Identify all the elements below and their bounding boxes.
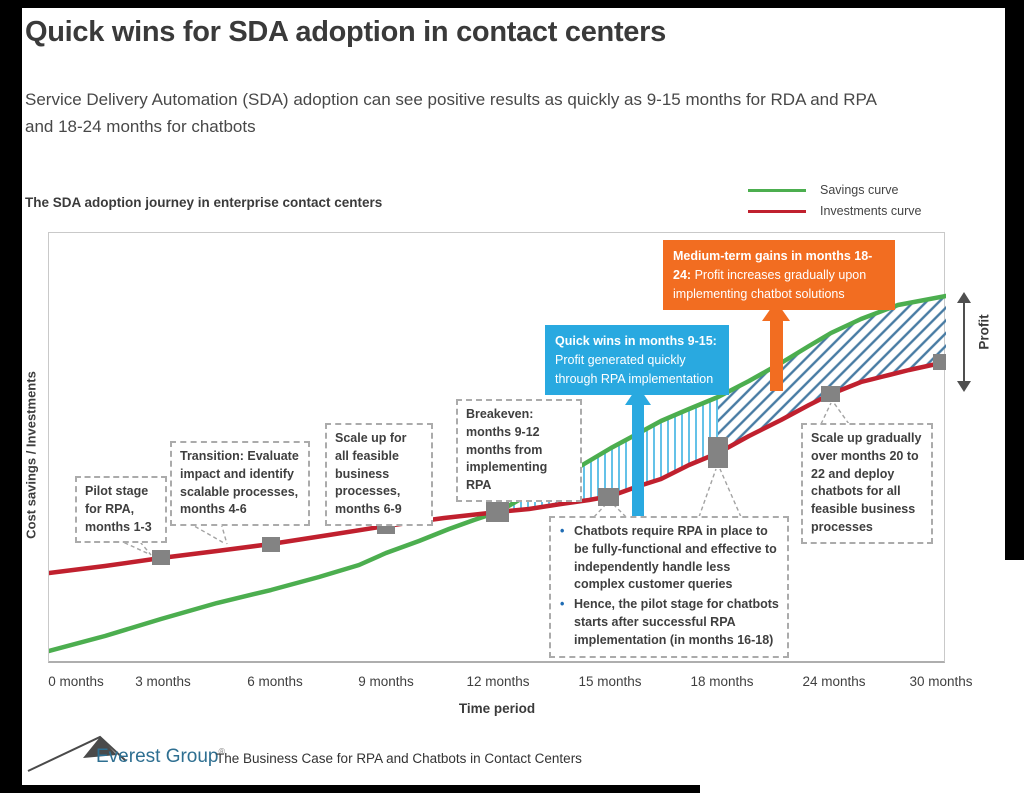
marker-month-24	[821, 386, 840, 402]
highlight-title: Medium-term gains in months 18-24:	[673, 249, 873, 282]
x-tick-24-months: 24 months	[802, 674, 866, 689]
x-tick-18-months: 18 months	[690, 674, 754, 689]
milestone-markers	[152, 354, 946, 565]
callout-scale-up-chatbots: Scale up gradually over months 20 to 22 …	[801, 423, 933, 544]
chatbot-note-item: Chatbots require RPA in place to be full…	[559, 523, 779, 594]
marker-month-18	[708, 437, 728, 468]
x-tick-15-months: 15 months	[578, 674, 642, 689]
profit-label: Profit	[976, 314, 992, 350]
everest-group-mountain-icon	[27, 735, 127, 772]
page-subtitle: Service Delivery Automation (SDA) adopti…	[25, 90, 877, 137]
legend-item-investments: Investments curve	[748, 204, 921, 218]
x-tick-0-months: 0 months	[48, 674, 104, 689]
x-tick-12-months: 12 months	[466, 674, 530, 689]
x-tick-30-months: 30 months	[909, 674, 973, 689]
page-title: Quick wins for SDA adoption in contact c…	[25, 16, 666, 48]
chart-legend: Savings curve Investments curve	[748, 183, 921, 225]
chatbot-note-item: Hence, the pilot stage for chatbots star…	[559, 596, 779, 649]
profit-band-diagonal-hatch	[718, 296, 946, 453]
marker-month-30	[933, 354, 946, 370]
legend-label: Savings curve	[820, 183, 899, 197]
profit-range-arrow-icon	[957, 292, 971, 392]
highlight-title: Quick wins in months 9-15:	[555, 334, 717, 348]
brand-text: Everest Group	[96, 746, 219, 767]
screenshot-black-margin-bottom	[0, 785, 700, 793]
highlight-medium-term: Medium-term gains in months 18-24: Profi…	[663, 240, 895, 311]
x-tick-6-months: 6 months	[247, 674, 303, 689]
x-axis-label: Time period	[458, 701, 536, 716]
callout-chatbot-note: Chatbots require RPA in place to be full…	[549, 516, 789, 659]
chatbot-note-list: Chatbots require RPA in place to be full…	[559, 523, 779, 649]
investments-curve-swatch	[748, 209, 806, 213]
callout-pilot-stage: Pilot stage for RPA, months 1-3	[75, 476, 167, 544]
screenshot-black-margin-left	[0, 0, 22, 793]
legend-item-savings: Savings curve	[748, 183, 921, 197]
highlight-body: Profit generated quickly through RPA imp…	[555, 352, 714, 386]
highlight-body: Profit increases gradually upon implemen…	[673, 267, 867, 301]
legend-label: Investments curve	[820, 204, 922, 218]
callout-breakeven: Breakeven: months 9-12 months from imple…	[456, 399, 582, 502]
marker-month-12	[486, 502, 509, 522]
callout-scale-up-rpa: Scale up for all feasible business proce…	[325, 423, 433, 526]
x-tick-3-months: 3 months	[135, 674, 191, 689]
callout-transition: Transition: Evaluate impact and identify…	[170, 441, 310, 526]
screenshot-black-margin-right	[1005, 0, 1024, 560]
marker-month-15	[598, 488, 619, 506]
registered-mark: ®	[218, 746, 226, 757]
highlight-quick-wins: Quick wins in months 9-15: Profit genera…	[545, 325, 729, 396]
screenshot-black-margin-top	[0, 0, 1024, 8]
marker-month-3	[152, 550, 170, 565]
medium-term-arrow-icon	[762, 301, 790, 391]
savings-curve-swatch	[748, 188, 806, 192]
quick-wins-arrow-icon	[625, 386, 651, 521]
x-tick-9-months: 9 months	[358, 674, 414, 689]
y-axis-label: Cost savings / Investments	[23, 371, 39, 539]
marker-month-6	[262, 537, 280, 552]
everest-group-wordmark: Everest Group®	[96, 746, 225, 768]
chart-heading: The SDA adoption journey in enterprise c…	[25, 195, 383, 210]
footer-tagline: The Business Case for RPA and Chatbots i…	[216, 751, 582, 766]
